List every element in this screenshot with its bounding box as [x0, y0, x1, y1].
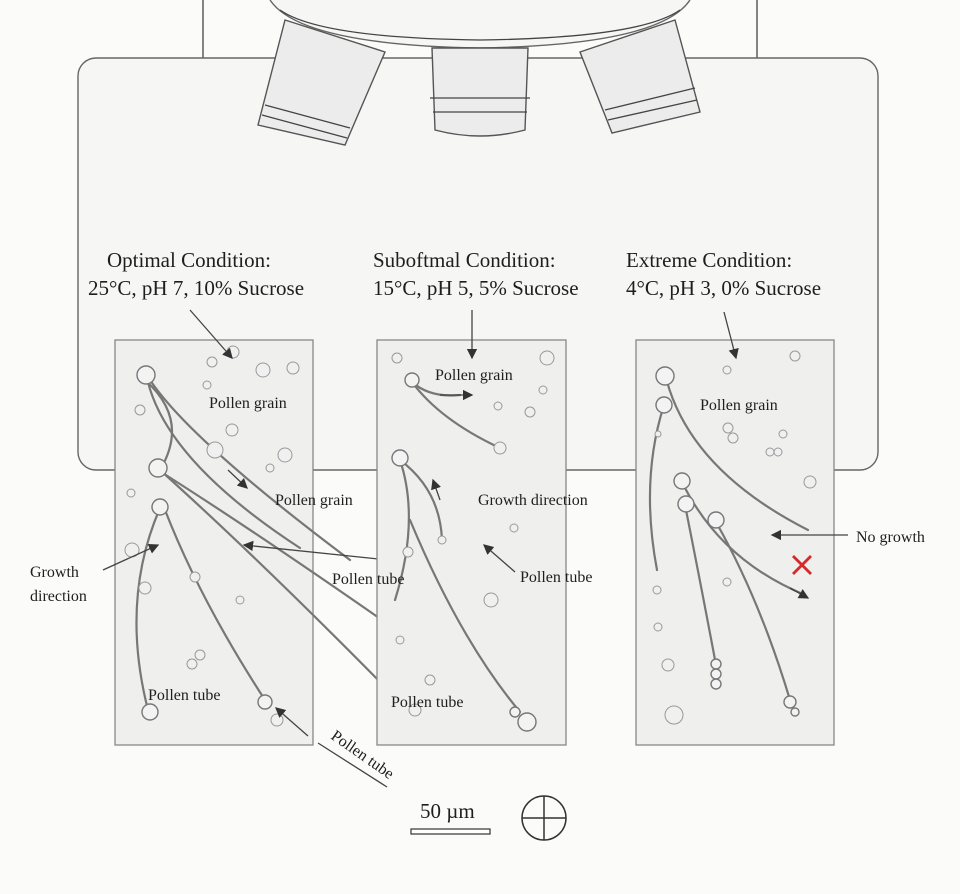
label-pollen-tube: Pollen tube: [391, 694, 463, 711]
annotation-arrows: [102, 309, 389, 788]
label-no-growth: No growth: [856, 529, 925, 546]
label-growth: Growth: [30, 564, 79, 581]
condition-title: Extreme Condition:: [626, 248, 792, 272]
crosshair-icon: [521, 795, 567, 841]
no-growth-x-icon: [792, 555, 812, 575]
label-pollen-grain: Pollen grain: [435, 367, 513, 384]
pollen-grain-dots: [124, 345, 300, 727]
label-direction: direction: [30, 588, 87, 605]
label-pollen-tube: Pollen tube: [520, 569, 592, 586]
objective-lens-right: [579, 19, 701, 134]
condition-title: Optimal Condition:: [107, 248, 271, 272]
condition-optimal-heading: Optimal Condition: 25°C, pH 7, 10% Sucro…: [88, 248, 304, 300]
label-pollen-tube: Pollen tube: [148, 687, 220, 704]
annotation-arrows: [723, 311, 848, 599]
condition-suboptimal-heading: Suboftmal Condition: 15°C, pH 5, 5% Sucr…: [373, 248, 579, 300]
condition-params: 25°C, pH 7, 10% Sucrose: [88, 276, 304, 300]
condition-params: 15°C, pH 5, 5% Sucrose: [373, 276, 579, 300]
label-pollen-grain: Pollen grain: [209, 395, 287, 412]
label-pollen-grain: Pollen grain: [275, 492, 353, 509]
condition-params: 4°C, pH 3, 0% Sucrose: [626, 276, 821, 300]
panel-suboptimal: Pollen grain Growth direction Pollen tub…: [376, 310, 592, 746]
objective-lens-center: [430, 47, 530, 137]
pollen-grain-dots: [652, 350, 817, 725]
objective-lens-left: [257, 19, 386, 146]
panel-extreme: Pollen grain No growth: [635, 311, 925, 746]
panel-optimal: Pollen grain Pollen grain Pollen tube Gr…: [30, 309, 514, 788]
condition-extreme-heading: Extreme Condition: 4°C, pH 3, 0% Sucrose: [626, 248, 821, 300]
pollen-grain-dots: [391, 350, 555, 717]
scale-bar-label: 50 µm: [420, 799, 475, 823]
annotation-arrows: [431, 310, 516, 573]
label-growth-direction: Growth direction: [478, 492, 588, 509]
scale-bar: 50 µm: [410, 799, 491, 835]
condition-title: Suboftmal Condition:: [373, 248, 556, 272]
label-pollen-grain: Pollen grain: [700, 397, 778, 414]
label-pollen-tube: Pollen tube: [332, 571, 404, 588]
